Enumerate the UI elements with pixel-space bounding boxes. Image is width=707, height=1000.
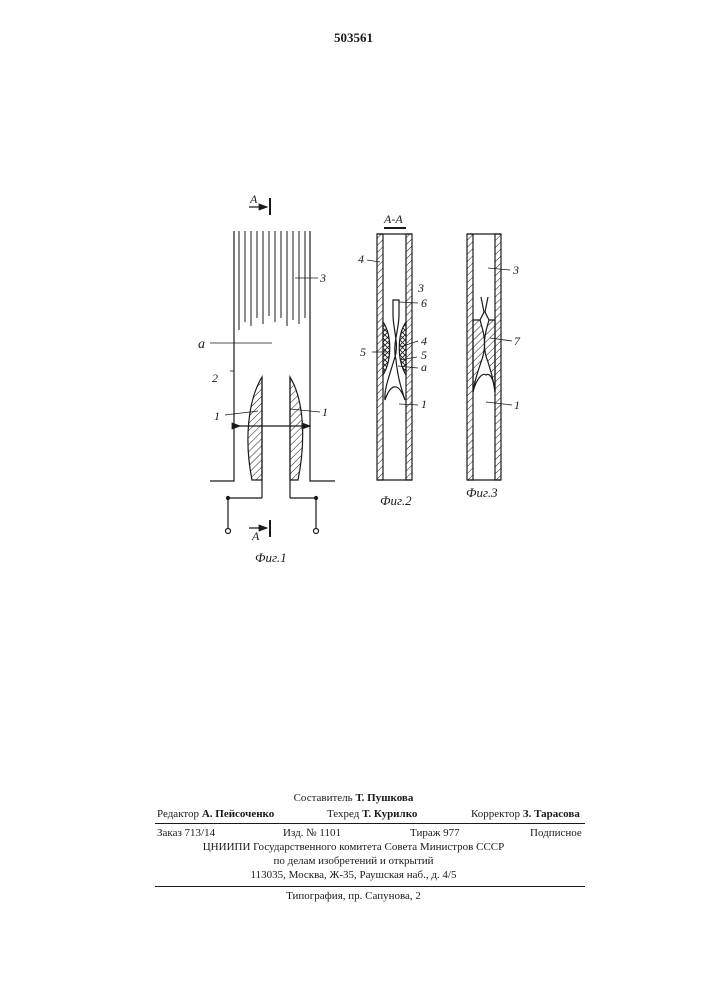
corrector-label: Корректор [471,808,520,820]
edition-number: Изд. № 1101 [283,827,341,839]
fig3-label-3: 3 [512,263,519,277]
compiler-line: Составитель Т. Пушкова [0,792,707,804]
circuit-left [228,498,262,528]
printer: Типография, пр. Сапунова, 2 [0,890,707,902]
fig2-label-6: 6 [421,296,427,310]
address: 113035, Москва, Ж-35, Раушская наб., д. … [0,869,707,881]
fig1-caption: Фиг.1 [255,550,287,565]
fig2-label-a: a [421,360,427,374]
tube-wall-right [310,231,335,481]
fig2-insert-left [383,322,390,375]
imprint-divider-bottom [155,886,585,887]
fig1-label-a: a [198,337,205,352]
editor-line: Редактор А. Пейсоченко [157,808,274,820]
fig1-label-1-right: 1 [322,405,328,419]
department: по делам изобретений и открытий [0,855,707,867]
fig2-wall-right [406,234,412,480]
imprint-divider-top [155,823,585,824]
fig3-insert-left [473,320,485,392]
techred-name: Т. Курилко [362,808,417,820]
figure-2 [367,228,418,480]
fig2-label-1: 1 [421,397,427,411]
electrode-left [248,377,262,480]
fig3-wall-right [495,234,501,480]
techred-line: Техред Т. Курилко [327,808,417,820]
fig2-wall-left [377,234,383,480]
fig1-section-letter-bottom: A [251,529,260,543]
compiler-label: Составитель [294,792,353,804]
order-number: Заказ 713/14 [157,827,215,839]
techred-label: Техред [327,808,359,820]
corrector-line: Корректор З. Тарасова [471,808,580,820]
fig2-section-label: A-A [383,212,403,226]
electrode-right [290,377,303,480]
terminal-right [314,529,319,534]
fig1-section-letter-top: A [249,192,258,206]
figure-3 [467,234,512,480]
fig1-label-1-left: 1 [214,409,220,423]
fig2-label-3: 3 [417,281,424,295]
editor-name: А. Пейсоченко [202,808,274,820]
terminal-left [226,529,231,534]
circulation: Тираж 977 [410,827,460,839]
subscription: Подписное [530,827,582,839]
fig2-label-4-mid: 4 [421,334,427,348]
fig3-label-7: 7 [514,334,521,348]
corrector-name: З. Тарасова [523,808,580,820]
fig1-label-3: 3 [319,271,326,285]
fig3-wall-left [467,234,473,480]
institute: ЦНИИПИ Государственного комитета Совета … [0,841,707,853]
fig2-label-4-top: 4 [358,252,364,266]
editor-label: Редактор [157,808,199,820]
ribbed-section [239,231,305,330]
figure-2-labels: A-A 4 3 6 4 5 5 a 1 Фиг.2 [358,212,427,508]
fig3-label-1: 1 [514,398,520,412]
fig2-label-5-left: 5 [360,345,366,359]
compiler-name: Т. Пушкова [355,792,413,804]
fig3-caption: Фиг.3 [466,485,498,500]
circuit-right [290,498,316,528]
fig1-label-2: 2 [212,371,218,385]
tube-wall-left [210,231,234,481]
fig2-caption: Фиг.2 [380,493,412,508]
figure-1 [210,198,335,537]
